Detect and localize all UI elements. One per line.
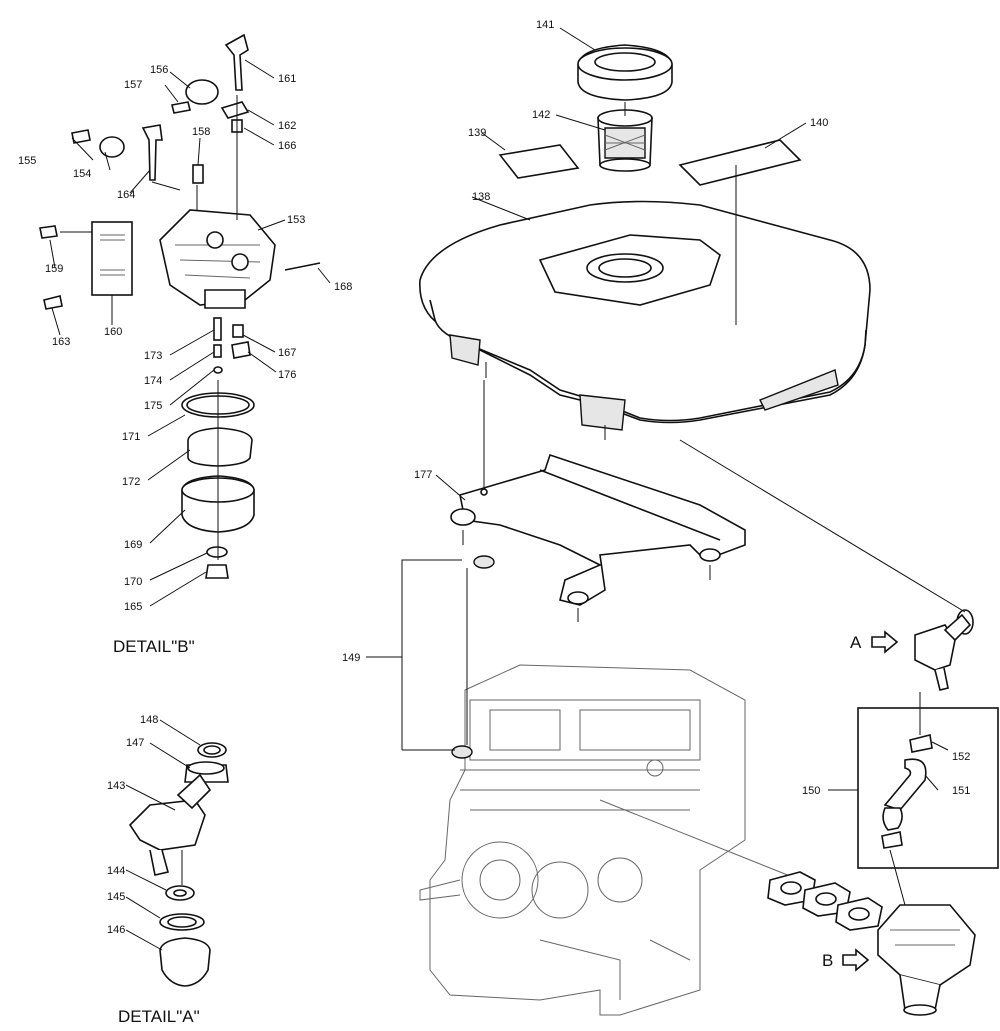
label-160: 160 [104,326,122,338]
decal-140 [678,139,802,186]
arrow-a-letter: A [850,633,862,652]
label-161: 161 [278,73,296,85]
arrow-b-letter: B [822,951,833,970]
decal-139 [498,144,580,179]
label-149: 149 [342,652,360,664]
arrow-b [842,948,870,972]
label-174: 174 [144,375,162,387]
detail-b-carburetor [39,33,321,579]
label-165: 165 [124,601,142,613]
engine-block-outline [419,664,801,1016]
hose-clamp-upper [909,734,933,753]
fuel-strainer [597,109,653,172]
label-171: 171 [122,431,140,443]
label-155: 155 [18,155,36,167]
label-151: 151 [952,785,970,797]
connection-lines [466,102,966,906]
label-153: 153 [287,214,305,226]
detail-b-title: DETAIL"B" [113,637,195,656]
fuel-tank [419,200,871,440]
part-labels: 138 139 140 141 142 143 144 145 146 147 … [18,19,970,936]
tank-bracket [450,453,746,622]
detail-box-fuel-line [857,707,999,869]
arrow-a [871,630,899,654]
label-173: 173 [144,350,162,362]
label-147: 147 [126,737,144,749]
label-172: 172 [122,476,140,488]
rubber-mount-lower [451,745,473,759]
label-154: 154 [73,168,91,180]
label-150: 150 [802,785,820,797]
label-164: 164 [117,189,135,201]
hose-clamp-lower [881,831,903,849]
detail-a-title: DETAIL"A" [118,1007,200,1026]
label-162: 162 [278,120,296,132]
label-158: 158 [192,126,210,138]
label-148: 148 [140,714,158,726]
label-175: 175 [144,400,162,412]
label-156: 156 [150,64,168,76]
fuel-valve-a [914,609,974,691]
label-170: 170 [124,576,142,588]
carburetor-b [877,904,976,1016]
label-159: 159 [45,263,63,275]
label-176: 176 [278,369,296,381]
label-139: 139 [468,127,486,139]
detail-a-fuel-valve [128,742,229,987]
label-142: 142 [532,109,550,121]
label-141: 141 [536,19,554,31]
label-144: 144 [107,865,125,877]
label-145: 145 [107,891,125,903]
fuel-hose [882,758,927,831]
label-167: 167 [278,347,296,359]
label-138: 138 [472,191,490,203]
label-169: 169 [124,539,142,551]
label-152: 152 [952,751,970,763]
rubber-mount-upper [473,555,495,569]
label-166: 166 [278,140,296,152]
label-157: 157 [124,79,142,91]
label-140: 140 [810,117,828,129]
label-177: 177 [414,469,432,481]
label-146: 146 [107,924,125,936]
label-163: 163 [52,336,70,348]
intake-gaskets [767,871,883,931]
fuel-cap [577,44,673,101]
label-168: 168 [334,281,352,293]
label-143: 143 [107,780,125,792]
leader-lines [49,27,949,951]
